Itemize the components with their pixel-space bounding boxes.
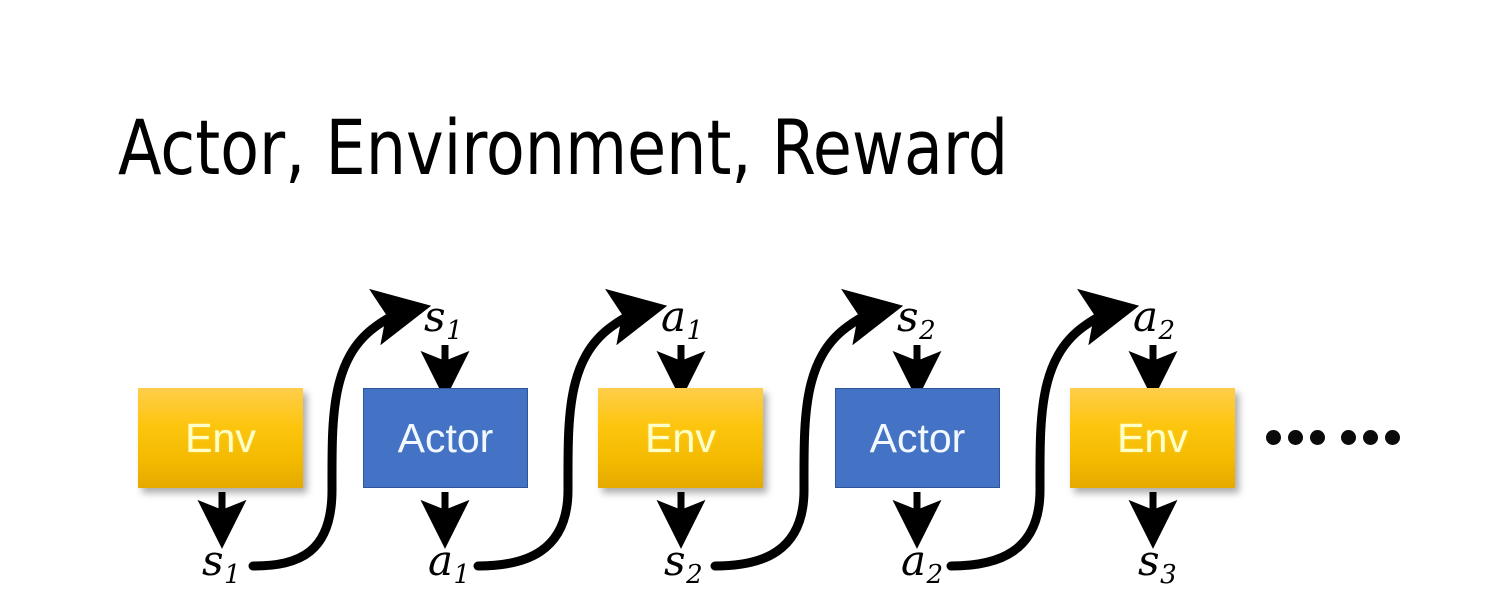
ellipsis-dot xyxy=(1363,430,1378,445)
curve-s1-to-top-s1 xyxy=(248,288,432,571)
label-top-action-1-base: a xyxy=(661,292,687,341)
curve-a1-to-top-a1 xyxy=(473,288,668,571)
node-env-3-label: Env xyxy=(1117,414,1188,461)
label-top-action-1: a1 xyxy=(661,296,703,344)
label-bottom-state-2-sub: 2 xyxy=(686,559,703,590)
label-bottom-state-1-base: s xyxy=(202,536,224,585)
label-bottom-action-1-base: a xyxy=(428,536,454,585)
ellipsis-dot xyxy=(1385,430,1400,445)
node-actor-2-label: Actor xyxy=(869,414,966,461)
ellipsis-dot xyxy=(1288,430,1303,445)
label-bottom-state-2: s2 xyxy=(664,540,703,588)
node-env-1-label: Env xyxy=(185,414,256,461)
curve-a2-to-top-a2 xyxy=(946,288,1140,571)
label-bottom-state-1: s1 xyxy=(202,540,241,588)
ellipsis-dot xyxy=(1341,430,1356,445)
ellipsis-dot xyxy=(1310,430,1325,445)
label-bottom-state-1-sub: 1 xyxy=(224,559,241,590)
curve-s2-to-top-s2 xyxy=(710,288,904,571)
label-top-state-2-sub: 2 xyxy=(919,315,936,346)
label-top-state-1: s1 xyxy=(424,296,463,344)
label-bottom-state-2-base: s xyxy=(664,536,686,585)
label-top-state-1-sub: 1 xyxy=(446,315,463,346)
label-top-state-2-base: s xyxy=(897,292,919,341)
label-bottom-state-3: s3 xyxy=(1138,540,1177,588)
node-env-3[interactable]: Env xyxy=(1070,388,1235,488)
label-bottom-action-2: a2 xyxy=(901,540,943,588)
node-env-1[interactable]: Env xyxy=(138,388,303,488)
node-env-2[interactable]: Env xyxy=(598,388,763,488)
ellipsis-gap xyxy=(1332,437,1341,438)
node-actor-1[interactable]: Actor xyxy=(363,388,528,488)
label-bottom-action-1-sub: 1 xyxy=(453,559,471,590)
label-top-state-1-base: s xyxy=(424,292,446,341)
label-top-action-2: a2 xyxy=(1133,296,1175,344)
ellipsis-dot xyxy=(1266,430,1281,445)
label-bottom-state-3-base: s xyxy=(1138,536,1160,585)
label-bottom-action-1: a1 xyxy=(428,540,470,588)
node-actor-2[interactable]: Actor xyxy=(835,388,1000,488)
label-bottom-action-2-sub: 2 xyxy=(926,559,944,590)
label-bottom-action-2-base: a xyxy=(901,536,927,585)
label-top-action-2-base: a xyxy=(1133,292,1159,341)
node-actor-1-label: Actor xyxy=(397,414,494,461)
node-env-2-label: Env xyxy=(645,414,716,461)
label-top-action-2-sub: 2 xyxy=(1158,315,1176,346)
ellipsis-icon xyxy=(1266,430,1407,445)
page-title: Actor, Environment, Reward xyxy=(118,103,1009,192)
label-bottom-state-3-sub: 3 xyxy=(1160,559,1177,590)
label-top-action-1-sub: 1 xyxy=(686,315,704,346)
label-top-state-2: s2 xyxy=(897,296,936,344)
